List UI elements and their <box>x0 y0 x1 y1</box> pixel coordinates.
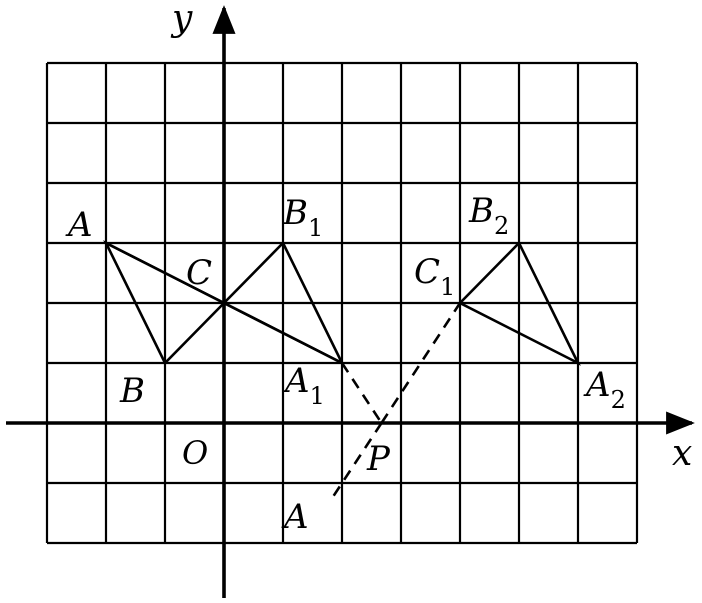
point-label-A1: A1 <box>282 361 325 410</box>
point-label-A2: A2 <box>583 365 626 414</box>
x-axis-label: x <box>672 433 692 474</box>
point-label-A-prime: A <box>281 497 309 537</box>
point-label-P: P <box>366 439 391 479</box>
segment-A-C <box>105 241 225 305</box>
triangle-A2B2C1 <box>457 240 581 366</box>
labels: y x O A B C A1 B1 C1 A2 B2 P A <box>65 0 692 537</box>
segment-C-A1 <box>223 301 343 365</box>
point-label-B2: B2 <box>468 191 509 240</box>
y-axis-label: y <box>170 0 193 39</box>
shapes <box>103 240 581 366</box>
dashed-P-C1 <box>380 302 462 424</box>
point-label-C: C <box>186 253 212 293</box>
point-label-C1: C1 <box>414 252 455 301</box>
dashed-A1-P <box>340 362 383 424</box>
point-label-A: A <box>65 205 93 245</box>
dashed-lines <box>329 302 462 502</box>
point-label-B: B <box>119 371 145 411</box>
point-label-B1: B1 <box>282 193 323 242</box>
dashed-P-Ap <box>329 422 383 502</box>
origin-label: O <box>182 434 208 472</box>
